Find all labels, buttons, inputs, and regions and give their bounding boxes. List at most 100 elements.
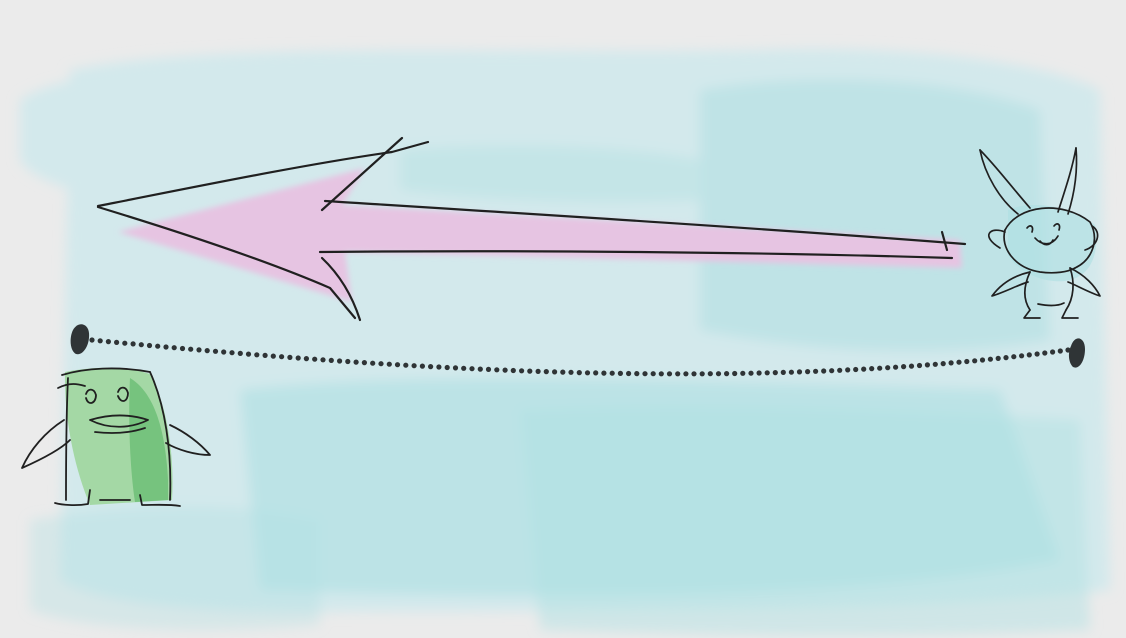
path-dot	[748, 370, 754, 376]
path-dot	[221, 349, 227, 355]
path-dot	[995, 355, 1001, 361]
path-dot	[916, 362, 923, 369]
path-dot	[666, 371, 673, 377]
path-dot	[675, 371, 681, 377]
path-dot	[378, 361, 384, 367]
path-dot	[732, 370, 738, 377]
path-dot	[386, 361, 392, 367]
path-dot	[901, 364, 907, 370]
path-dot	[1034, 351, 1040, 357]
path-dot	[262, 352, 268, 358]
path-dot	[461, 365, 467, 371]
path-dot	[97, 338, 103, 344]
path-dot	[893, 364, 899, 370]
path-dot	[617, 370, 624, 376]
path-dot	[861, 366, 867, 372]
path-dot	[560, 369, 566, 375]
path-dot	[756, 370, 762, 376]
path-dot	[601, 370, 607, 376]
path-dot	[853, 366, 859, 373]
path-dot	[535, 368, 541, 374]
path-dot	[1057, 348, 1063, 354]
path-dot	[609, 370, 615, 376]
path-dot	[270, 353, 276, 359]
path-dot	[764, 370, 770, 376]
path-dot	[303, 356, 309, 362]
path-dot	[245, 351, 252, 357]
path-dot	[411, 363, 417, 369]
path-dot	[908, 363, 915, 369]
path-dot	[320, 357, 326, 363]
path-dot	[436, 364, 442, 370]
path-dot	[576, 370, 582, 376]
path-dot	[1042, 350, 1048, 356]
path-dot	[1026, 352, 1032, 358]
left-arrow-icon	[96, 136, 967, 322]
path-dot	[237, 350, 243, 356]
path-dot	[1065, 347, 1071, 353]
path-dot	[1003, 355, 1009, 361]
path-dot	[485, 366, 492, 372]
path-dot	[552, 369, 558, 375]
path-dot	[419, 363, 425, 369]
path-dot	[295, 355, 301, 361]
path-dot	[813, 368, 819, 374]
path-dot	[805, 369, 811, 375]
path-dot	[89, 337, 95, 343]
path-dot	[788, 369, 795, 375]
path-dot	[394, 362, 401, 368]
path-dot	[229, 350, 235, 356]
path-dot	[837, 367, 843, 373]
path-dot	[772, 370, 778, 376]
path-dot	[987, 356, 994, 362]
start-endpoint	[70, 324, 90, 355]
path-dot	[114, 339, 120, 345]
path-dot	[403, 362, 409, 368]
path-dot	[312, 356, 318, 362]
path-dot	[337, 358, 343, 364]
path-dot	[345, 358, 351, 365]
path-dot	[188, 346, 194, 352]
path-dot	[642, 371, 648, 377]
path-dot	[780, 369, 786, 375]
path-dot	[740, 370, 746, 376]
path-dot	[122, 340, 128, 346]
path-dot	[543, 369, 549, 375]
path-dot	[1050, 349, 1056, 355]
path-dot	[715, 371, 722, 377]
path-dot	[171, 345, 177, 351]
path-dot	[683, 371, 689, 377]
path-dot	[691, 371, 697, 377]
path-dot	[948, 360, 954, 366]
path-dot	[979, 357, 986, 363]
path-dot	[885, 365, 891, 371]
path-dot	[196, 347, 202, 353]
path-dot	[593, 370, 599, 376]
path-dot	[370, 360, 376, 366]
path-dot	[650, 371, 656, 377]
path-dot	[469, 366, 475, 372]
path-dot	[626, 370, 632, 377]
path-dot	[428, 364, 434, 370]
dotted-path	[89, 337, 1071, 377]
path-dot	[353, 359, 359, 365]
path-dot	[940, 361, 946, 367]
path-dot	[179, 345, 186, 352]
path-dot	[146, 342, 153, 349]
path-dot	[1019, 353, 1025, 359]
path-dot	[972, 358, 978, 364]
path-dot	[477, 366, 483, 372]
path-dot	[155, 343, 161, 349]
penguin-icon	[21, 367, 211, 507]
path-dot	[568, 369, 574, 375]
path-dot	[877, 365, 883, 371]
path-dot	[519, 368, 525, 374]
watercolor-wash	[20, 49, 1110, 636]
path-dot	[130, 341, 136, 347]
path-dot	[452, 365, 459, 371]
path-dot	[724, 371, 730, 377]
path-dot	[212, 348, 219, 354]
path-dot	[869, 366, 875, 372]
